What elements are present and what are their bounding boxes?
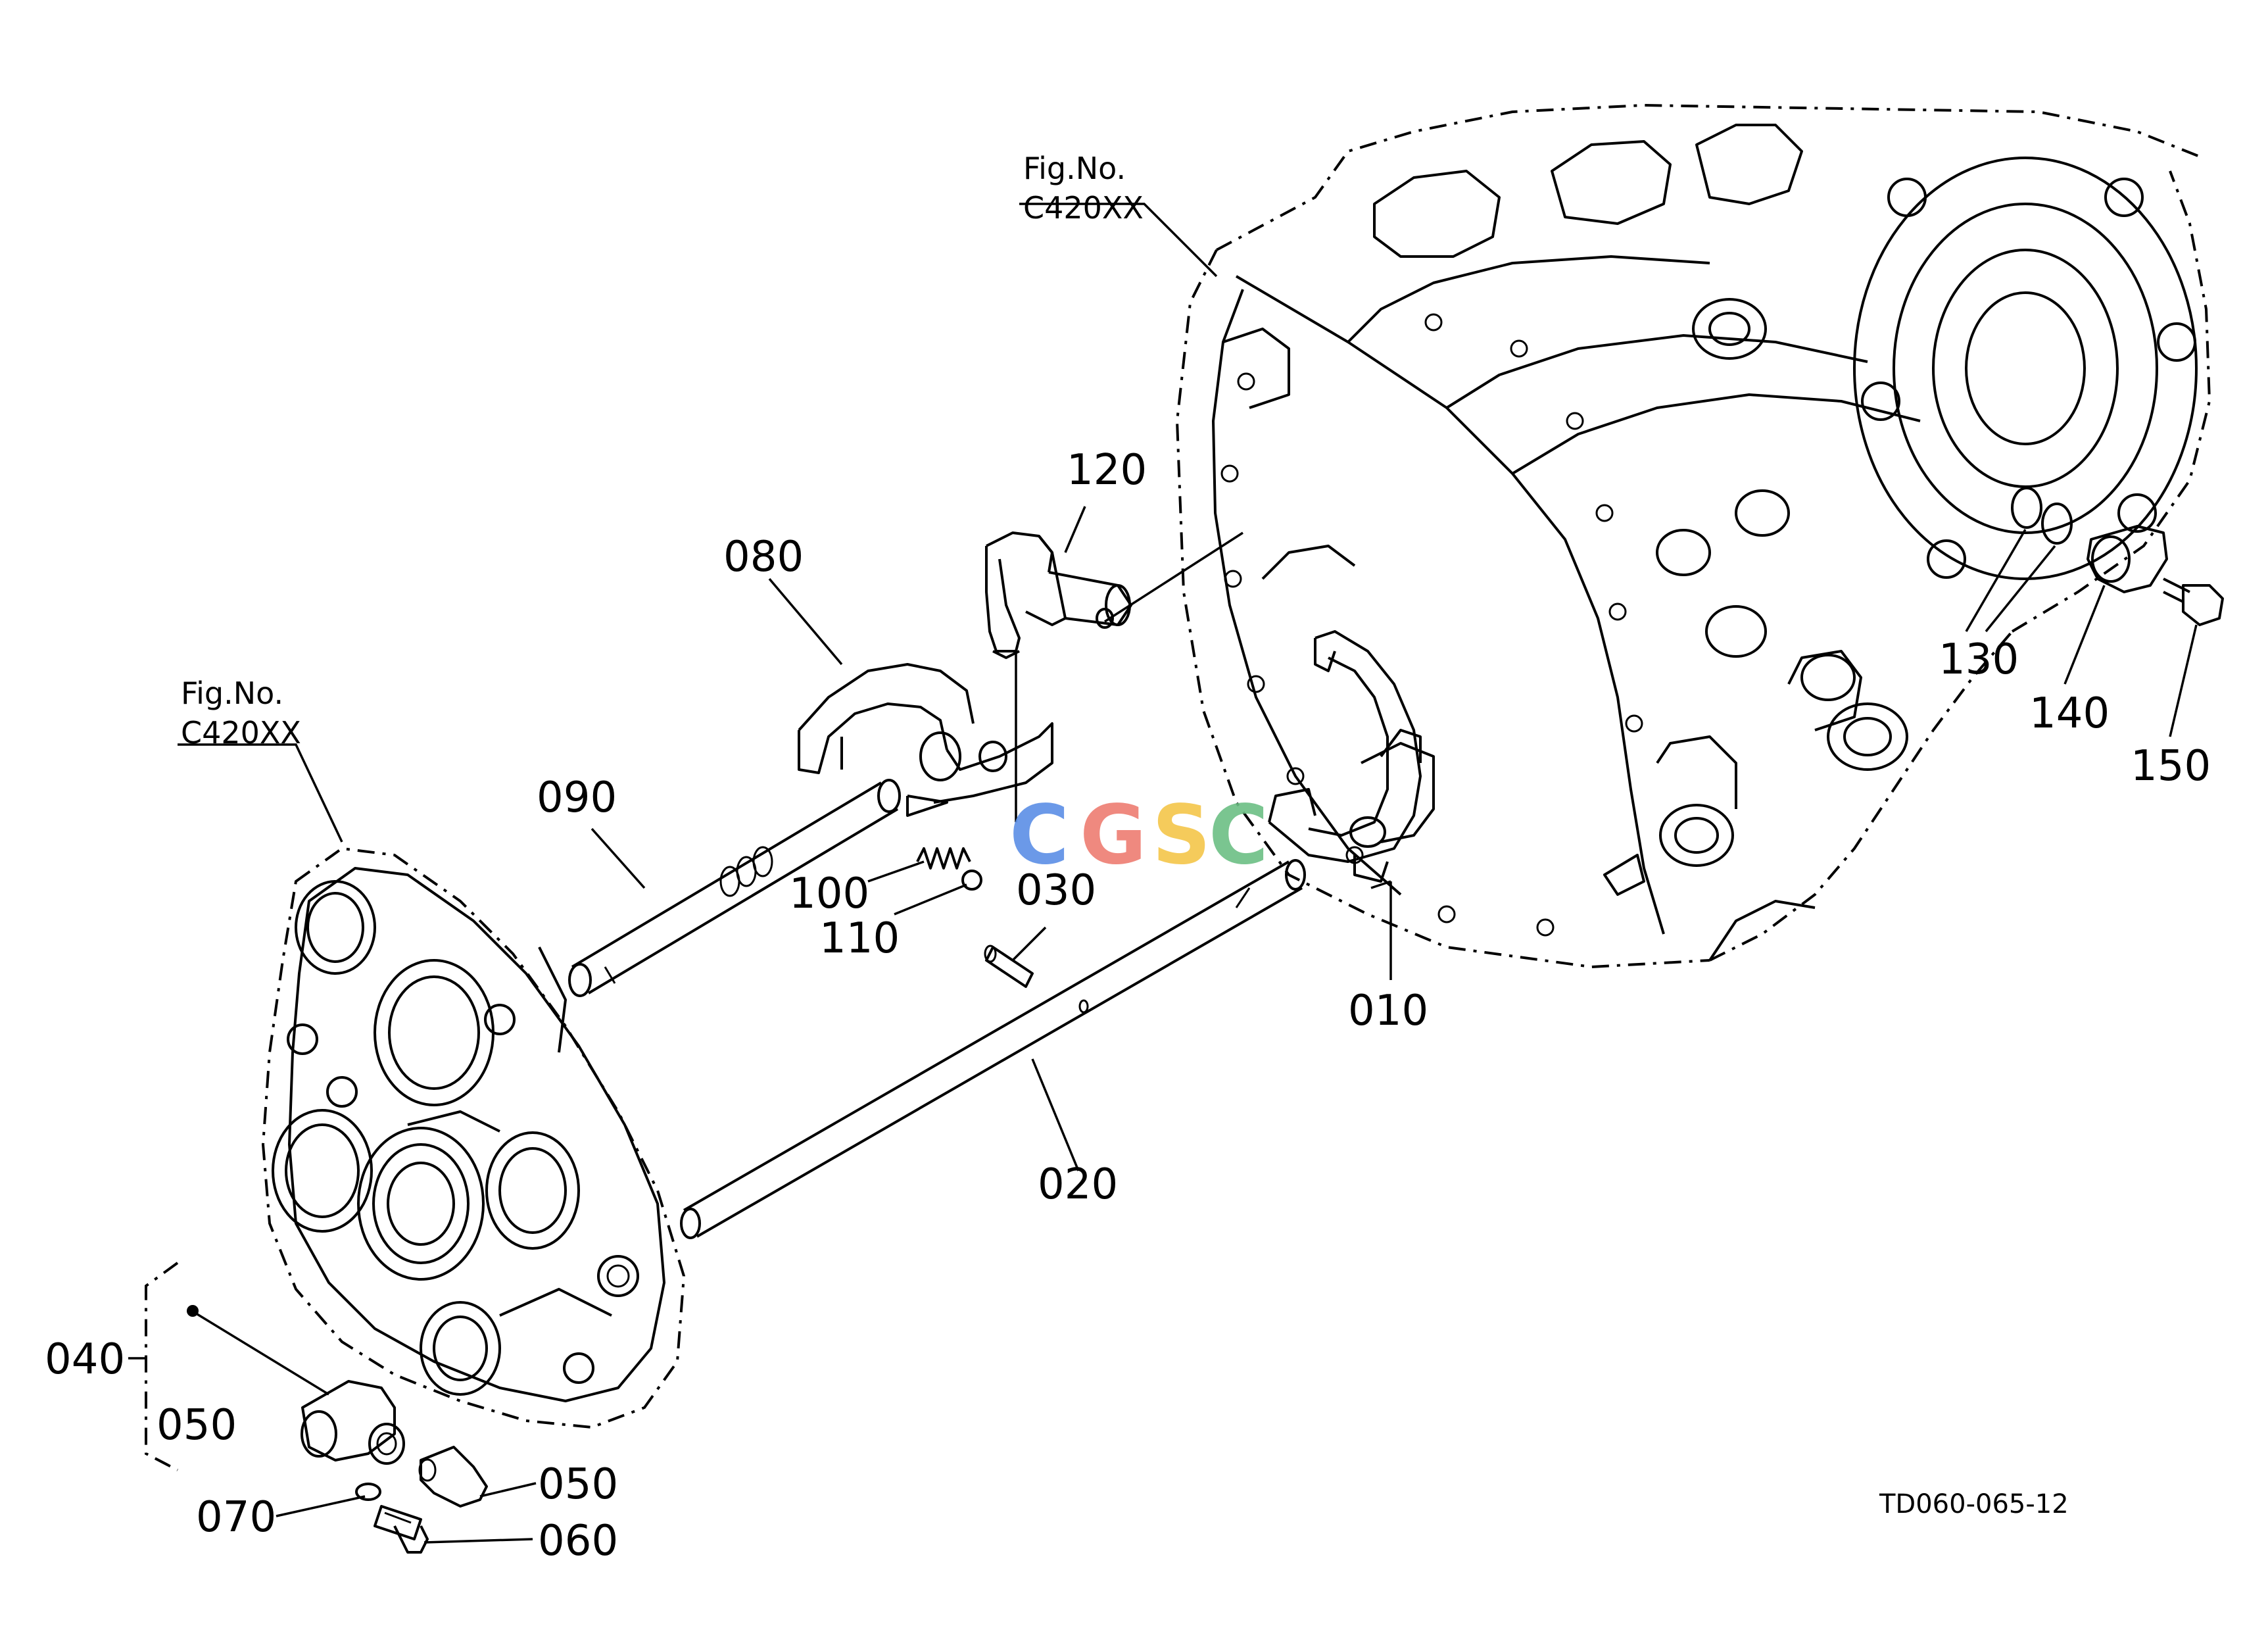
leader-lines: [128, 203, 2198, 1544]
label-040: 040: [45, 1335, 125, 1384]
svg-text:S: S: [1152, 788, 1211, 883]
shift-fork-010: [1268, 630, 1435, 883]
bolt-150: [2163, 578, 2224, 626]
spring-100: [916, 847, 971, 870]
watermark-logo: C G S C: [1009, 788, 1268, 883]
shift-rod-020: [680, 859, 1306, 1239]
plug-050: [418, 1446, 488, 1508]
label-070: 070: [196, 1493, 276, 1542]
o-rings-130: [2011, 487, 2073, 545]
label-130: 130: [1939, 635, 2019, 684]
label-110: 110: [819, 914, 900, 963]
shift-arm-050: [301, 1380, 405, 1465]
figure-ref-upper: Fig.No. C420XX: [1023, 151, 1144, 226]
transmission-case: [1175, 103, 2211, 969]
cover-140: [2087, 525, 2168, 593]
shift-fork-080: [798, 663, 1053, 817]
ball-110: [961, 870, 982, 891]
label-020: 020: [1038, 1160, 1118, 1209]
svg-text:C420XX: C420XX: [181, 715, 301, 750]
label-050: 050: [538, 1460, 618, 1509]
svg-text:C: C: [1209, 788, 1268, 883]
drawing-code: TD060-065-12: [1879, 1489, 2069, 1519]
shift-rod-090: [568, 779, 901, 997]
label-060: 060: [538, 1517, 618, 1565]
label-010: 010: [1348, 987, 1428, 1035]
washer-070: [355, 1483, 381, 1501]
label-080: 080: [723, 533, 804, 581]
label-150: 150: [2131, 742, 2211, 791]
label-100: 100: [789, 870, 869, 918]
svg-text:C420XX: C420XX: [1023, 190, 1144, 226]
label-050-group: 050: [157, 1401, 237, 1450]
front-cover: [261, 847, 686, 1429]
label-090: 090: [537, 774, 617, 822]
group-marker-dot: [187, 1305, 199, 1317]
bolt-060: [374, 1505, 429, 1554]
svg-text:Fig.No.: Fig.No.: [1023, 151, 1126, 186]
label-030: 030: [1016, 866, 1096, 915]
figure-ref-lower: Fig.No. C420XX: [181, 676, 301, 750]
label-140: 140: [2029, 689, 2110, 738]
svg-text:Fig.No.: Fig.No.: [181, 676, 283, 711]
label-120: 120: [1067, 446, 1147, 495]
shift-arm-120: [985, 531, 1132, 659]
spring-pin-030: [984, 945, 1034, 988]
svg-text:C: C: [1009, 788, 1069, 883]
svg-text:G: G: [1080, 788, 1147, 883]
